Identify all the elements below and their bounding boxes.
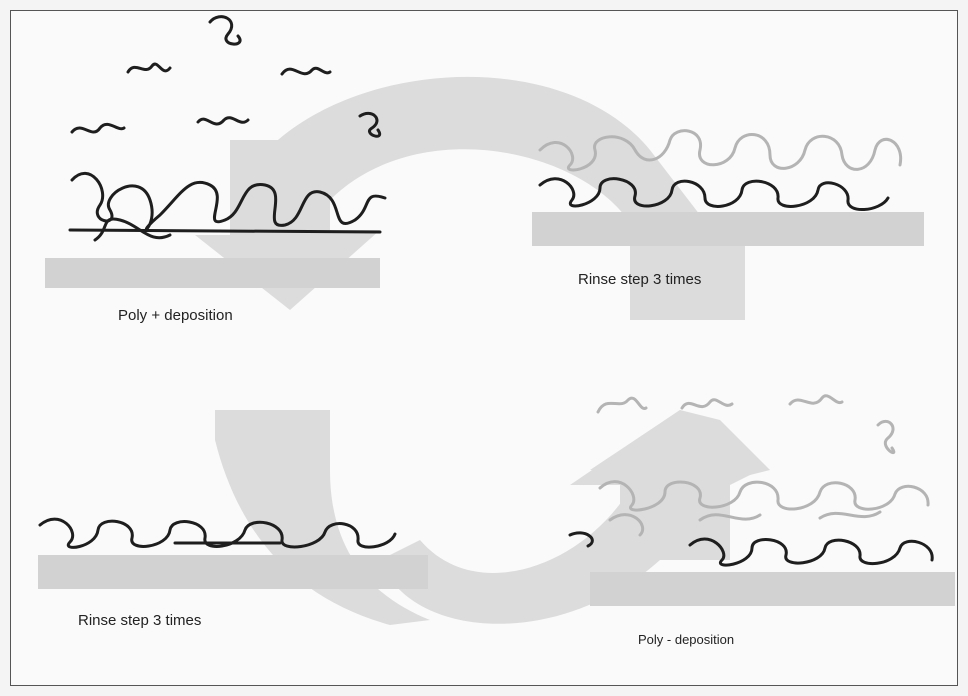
polymer-coil-4: [72, 124, 124, 132]
substrate-top-right: [532, 212, 924, 246]
polymer-coil-3: [282, 68, 330, 74]
label-poly-plus-deposition: Poly + deposition: [118, 308, 233, 323]
substrate-top-left: [45, 258, 380, 288]
substrates: [38, 212, 955, 606]
polymer-coil-2: [210, 17, 240, 44]
label-rinse-step-bottom: Rinse step 3 times: [78, 613, 201, 628]
label-poly-minus-deposition: Poly - deposition: [638, 633, 734, 646]
substrate-bottom-left: [38, 555, 428, 589]
polymer-coil-1: [128, 64, 170, 72]
substrate-bottom-right: [590, 572, 955, 606]
arrow-left-band: [215, 410, 430, 625]
polymer-coil-5: [198, 118, 248, 124]
label-rinse-step-top: Rinse step 3 times: [578, 272, 701, 287]
